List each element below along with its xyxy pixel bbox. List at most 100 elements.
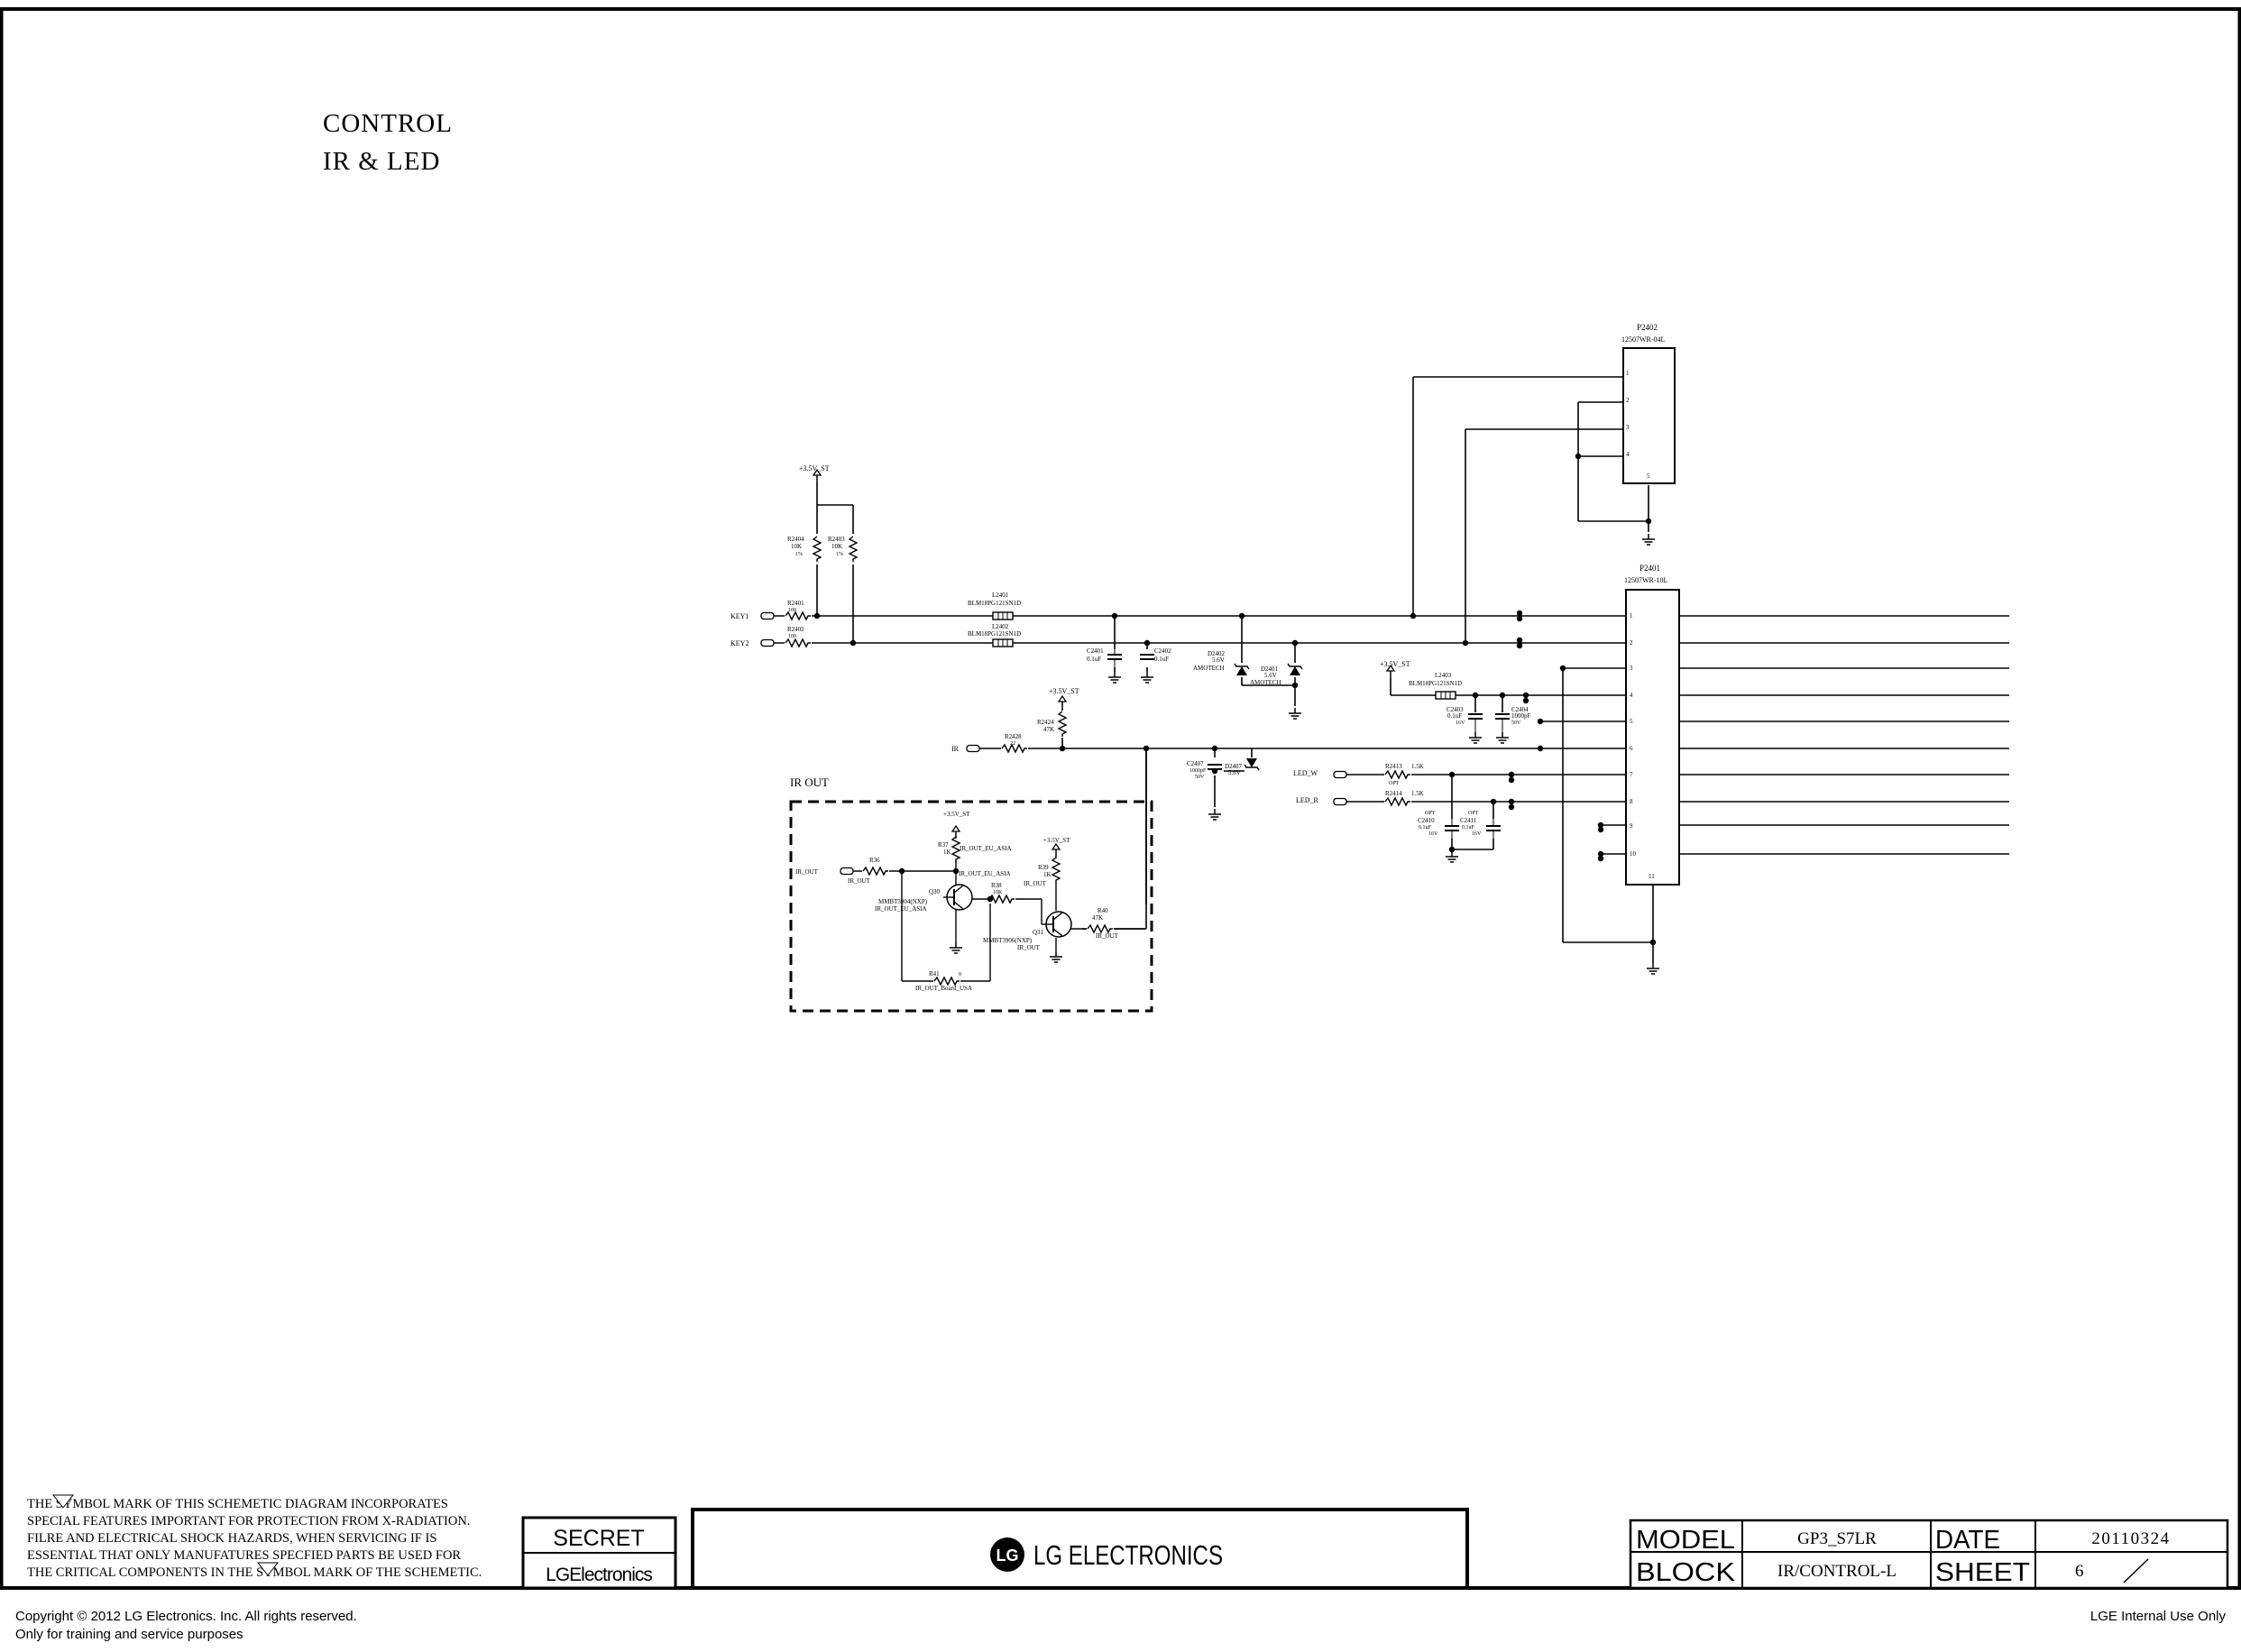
resistor-r38: R38 10K <box>988 882 1015 904</box>
connector-p2402: P2402 12507WR-04L 1 2 3 4 5 <box>1621 323 1676 484</box>
svg-text:1: 1 <box>1630 612 1633 620</box>
svg-text:ESSENTIAL THAT ONLY MANUFATURE: ESSENTIAL THAT ONLY MANUFATURES SPECFIED… <box>27 1548 461 1563</box>
training-text: Only for training and service purposes <box>15 1627 243 1642</box>
transistor-q30: Q30 MMBT3904(NXP) IR_OUT_EU_ASIA <box>875 884 973 913</box>
svg-text:OPT: OPT <box>1389 781 1400 786</box>
svg-text:R41: R41 <box>929 970 940 977</box>
svg-text:6: 6 <box>1630 745 1633 752</box>
power-label: +3.5V_ST <box>799 464 830 473</box>
internal-use-text: LGE Internal Use Only <box>2090 1609 2227 1624</box>
power-label: +3.5V_ST <box>943 811 970 818</box>
svg-text:R37: R37 <box>938 841 949 849</box>
svg-text:0: 0 <box>959 972 961 977</box>
svg-text:L2401: L2401 <box>992 592 1009 599</box>
svg-text:4: 4 <box>1630 692 1633 699</box>
svg-text:IR_OUT_EU_ASIA: IR_OUT_EU_ASIA <box>960 845 1012 852</box>
svg-text:100: 100 <box>788 634 796 639</box>
svg-text:THE CRITICAL COMPONENTS IN THE: THE CRITICAL COMPONENTS IN THE SYMBOL MA… <box>27 1565 482 1580</box>
svg-text:10: 10 <box>1630 850 1637 858</box>
svg-text:LG: LG <box>997 1546 1019 1565</box>
svg-text:R36: R36 <box>869 857 880 864</box>
svg-text:5: 5 <box>1647 473 1650 480</box>
resistor-r2403: R2403 10K 1% <box>828 534 859 564</box>
svg-text:0.1uF: 0.1uF <box>1447 712 1462 720</box>
capacitor-c2401: C2401 0.1uF <box>1087 643 1124 672</box>
svg-text:R2414: R2414 <box>1385 790 1402 797</box>
svg-text:OPT: OPT <box>1425 811 1436 816</box>
bead-l2402: L2402 BLM18PG121SN1D <box>968 623 1021 647</box>
svg-text:IR_OUT: IR_OUT <box>848 877 871 885</box>
svg-text:C2404: C2404 <box>1511 706 1529 713</box>
svg-text:R2424: R2424 <box>1037 719 1054 726</box>
svg-text:22: 22 <box>1010 741 1015 747</box>
svg-text:C2401: C2401 <box>1087 647 1104 655</box>
svg-text:12507WR-04L: 12507WR-04L <box>1621 335 1666 344</box>
capacitor-c2403: C2403 0.1uF 16V <box>1447 706 1483 732</box>
copyright-text: Copyright © 2012 LG Electronics. Inc. Al… <box>15 1609 357 1624</box>
sheet-slash <box>2123 1558 2149 1583</box>
svg-text:1%: 1% <box>795 552 803 557</box>
svg-text:FILRE AND ELECTRICAL SHOCK HAZ: FILRE AND ELECTRICAL SHOCK HAZARDS, WHEN… <box>27 1531 436 1546</box>
svg-text:THE SYMBOL MARK OF THIS SCHEME: THE SYMBOL MARK OF THIS SCHEMETIC DIAGRA… <box>27 1497 448 1511</box>
warning-symbol-icon <box>51 1494 280 1576</box>
sheet-value: 6 <box>2075 1562 2084 1581</box>
page-title-control: CONTROL <box>323 109 453 138</box>
net-ir-out-in: IR_OUT <box>795 868 819 876</box>
svg-text:IR_OUT: IR_OUT <box>1017 944 1041 951</box>
svg-text:0.1uF: 0.1uF <box>1462 825 1475 831</box>
capacitor-c2407: C2407 1000pF 50V <box>1187 757 1224 780</box>
resistor-r36: R36 IR_OUT <box>848 857 889 885</box>
svg-text:50V: 50V <box>1511 720 1521 726</box>
svg-text:2: 2 <box>1626 397 1630 404</box>
svg-text:R2402: R2402 <box>787 626 804 633</box>
svg-text:IR_OUT_Board_USA: IR_OUT_Board_USA <box>915 985 972 992</box>
svg-text:4: 4 <box>1626 451 1630 458</box>
svg-text:0.1uF: 0.1uF <box>1087 656 1101 663</box>
resistor-r2424: R2424 47K <box>1037 711 1069 738</box>
svg-text:L2402: L2402 <box>992 623 1009 630</box>
svg-text:R40: R40 <box>1098 907 1108 914</box>
resistor-r2413: R2413 1.5K OPT <box>1384 763 1424 786</box>
zener-d2401: D2401 5.6V AMOTECH <box>1250 663 1303 686</box>
ir-out-box <box>789 800 1153 1013</box>
svg-text:Q30: Q30 <box>929 888 941 895</box>
capacitor-c2402: C2402 0.1uF <box>1138 647 1171 667</box>
svg-text:9: 9 <box>1630 822 1633 830</box>
company-logo-text: LG ELECTRONICS <box>1033 1539 1223 1571</box>
svg-text:OPT: OPT <box>1468 811 1479 816</box>
bead-l2403: L2403 BLM18PG121SN1D <box>1409 672 1462 700</box>
svg-text:11: 11 <box>1649 873 1655 880</box>
svg-text:C2402: C2402 <box>1154 647 1171 655</box>
bead-l2401: L2401 BLM18PG121SN1D <box>968 592 1021 620</box>
svg-text:AMOTECH: AMOTECH <box>1250 679 1281 686</box>
svg-text:50V: 50V <box>1195 775 1205 780</box>
svg-text:D2407: D2407 <box>1225 763 1243 770</box>
title-block-table <box>1629 1519 2229 1590</box>
svg-text:3: 3 <box>1626 424 1630 431</box>
secret-label: SECRET <box>553 1526 644 1551</box>
resistor-r2428: R2428 22 <box>1001 733 1028 753</box>
zener-d2402: D2402 5.6V AMOTECH <box>1193 650 1250 677</box>
net-key2: KEY2 <box>730 639 749 647</box>
resistor-r39: R39 1K IR_OUT <box>1024 857 1062 887</box>
svg-text:R39: R39 <box>1038 864 1049 871</box>
svg-text:P2401: P2401 <box>1639 564 1660 573</box>
svg-text:R2413: R2413 <box>1385 763 1402 770</box>
resistor-r2404: R2404 10K 1% <box>787 534 823 564</box>
net-key1: KEY1 <box>730 612 749 620</box>
svg-text:1.5K: 1.5K <box>1411 763 1424 770</box>
svg-text:R38: R38 <box>991 882 1002 889</box>
svg-text:5.6V: 5.6V <box>1212 656 1225 664</box>
net-label: IR_OUT_EU_ASIA <box>959 870 1011 877</box>
logo-box <box>691 1508 1469 1590</box>
svg-text:10K: 10K <box>791 543 802 550</box>
svg-text:7: 7 <box>1630 771 1633 778</box>
svg-text:8: 8 <box>1630 798 1633 805</box>
svg-text:12507WR-10L: 12507WR-10L <box>1624 576 1668 584</box>
svg-text:47K: 47K <box>1092 914 1103 922</box>
resistor-r2402: R2402 100 <box>785 626 812 647</box>
svg-text:3: 3 <box>1630 665 1633 672</box>
svg-text:1.5K: 1.5K <box>1411 790 1424 797</box>
svg-text:SPECIAL FEATURES IMPORTANT FOR: SPECIAL FEATURES IMPORTANT FOR PROTECTIO… <box>27 1514 470 1528</box>
